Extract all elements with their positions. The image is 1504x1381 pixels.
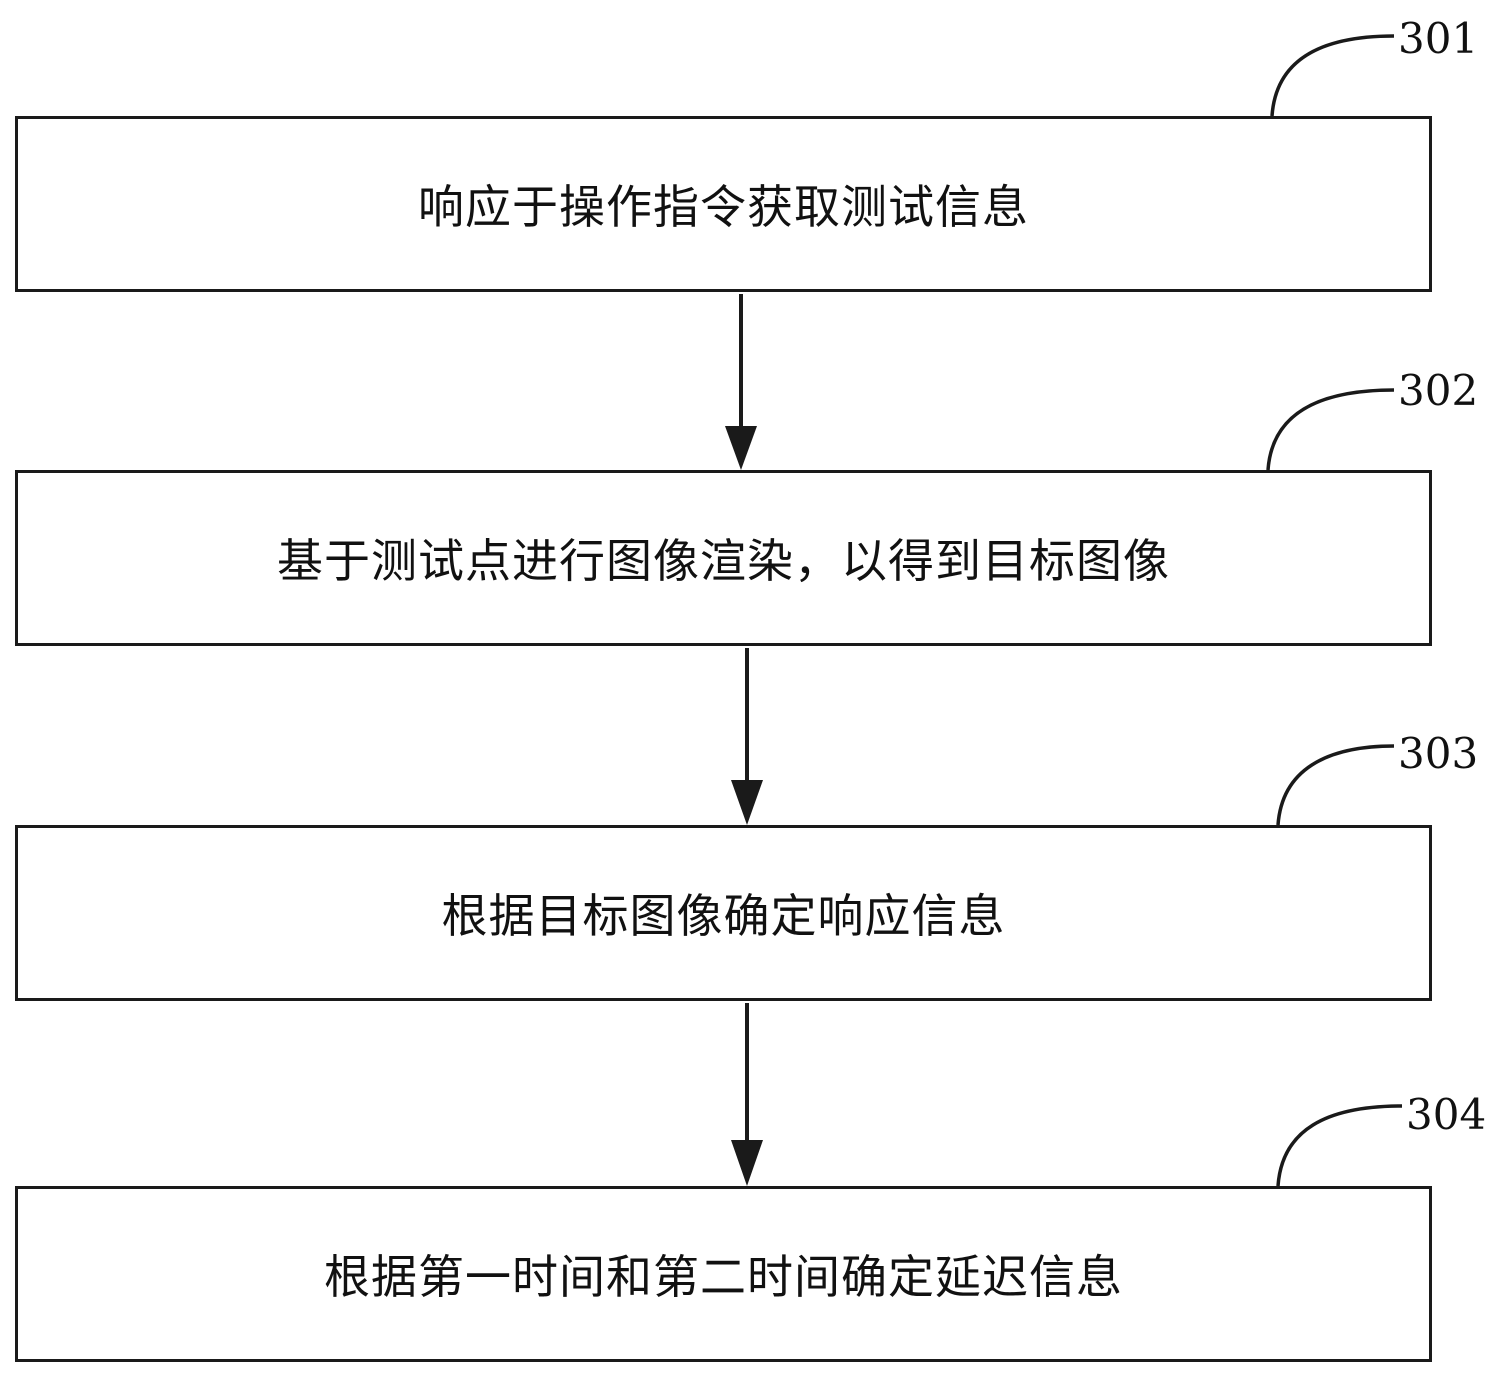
leader-304: [1276, 1104, 1403, 1187]
arrow-301-to-302: [725, 294, 757, 470]
step-ref-label: 303: [1398, 729, 1479, 778]
arrow-302-to-303: [731, 648, 763, 825]
step-text: 基于测试点进行图像渲染，以得到目标图像: [277, 534, 1170, 588]
step-box-302: 基于测试点进行图像渲染，以得到目标图像: [15, 470, 1432, 646]
step-text: 根据目标图像确定响应信息: [441, 889, 1006, 943]
leader-303: [1276, 744, 1395, 826]
step-ref-label: 302: [1398, 366, 1479, 415]
leader-302: [1266, 388, 1395, 471]
leader-301: [1270, 34, 1395, 117]
step-box-304: 根据第一时间和第二时间确定延迟信息: [15, 1186, 1432, 1362]
step-text: 根据第一时间和第二时间确定延迟信息: [324, 1250, 1123, 1304]
arrow-303-to-304: [731, 1003, 763, 1186]
step-box-303: 根据目标图像确定响应信息: [15, 825, 1432, 1001]
step-ref-label: 301: [1398, 14, 1479, 63]
step-ref-label: 304: [1406, 1090, 1487, 1139]
step-text: 响应于操作指令获取测试信息: [418, 180, 1029, 234]
step-box-301: 响应于操作指令获取测试信息: [15, 116, 1432, 292]
